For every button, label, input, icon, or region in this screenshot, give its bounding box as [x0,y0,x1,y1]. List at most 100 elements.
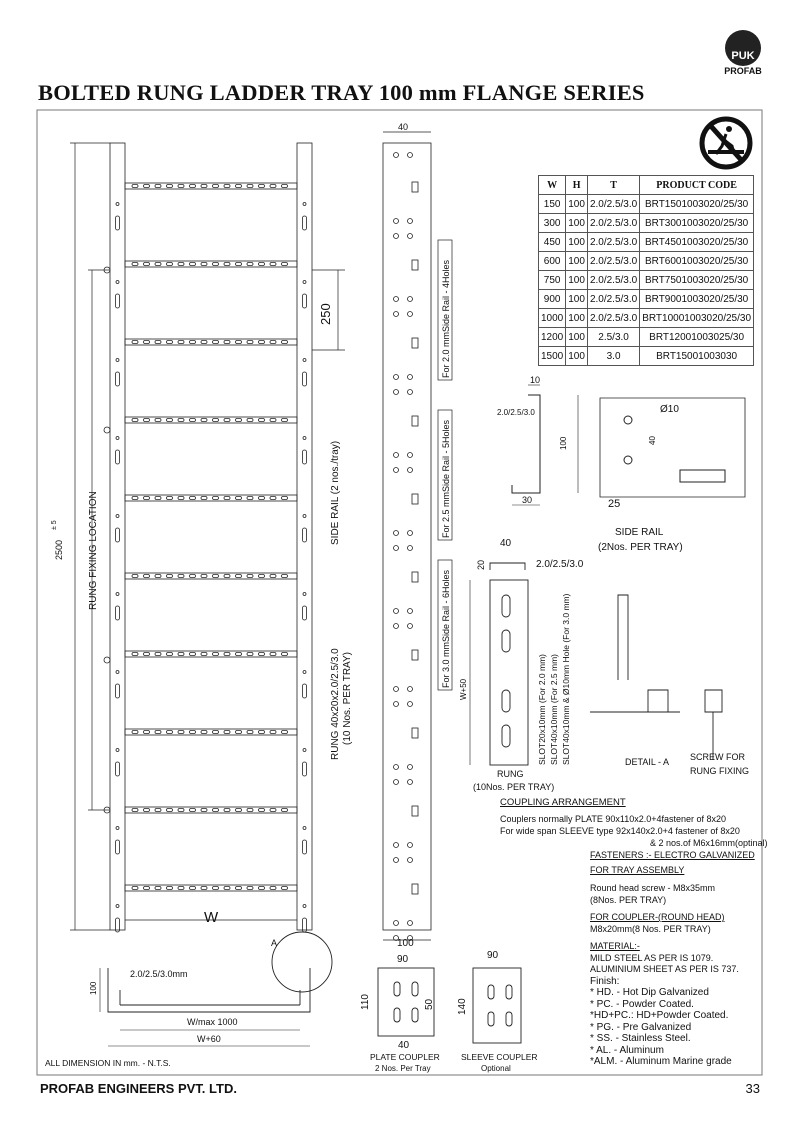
rung [124,884,298,892]
tray-cross-section [99,931,333,1047]
sc-140: 140 [457,998,468,1015]
rung-slot [200,808,208,812]
strip-hole [393,608,399,614]
rung-slot [154,418,162,422]
rung-slot [212,574,219,578]
pc-110: 110 [360,994,371,1010]
fixing-point [103,426,111,434]
rung-slot [212,184,219,188]
rung-slot [212,340,219,344]
side-rail-label: SIDE RAIL (2 nos./tray) [330,441,341,545]
strip-hole [393,467,399,473]
rail-hole [115,514,120,518]
table-cell: 2.0/2.5/3.0 [586,232,641,252]
table-cell: 1000 [537,308,567,328]
rail-slot [115,683,120,699]
cs-wmax: W/max 1000 [187,1017,238,1027]
material-notes: MATERIAL:- MILD STEEL AS PER IS 1079. AL… [590,941,739,1068]
coupling-line-1: Couplers normally PLATE 90x110x2.0+4fast… [500,814,727,824]
rung-slot-mark [411,337,419,349]
sr-thk: 2.0/2.5/3.0 [497,408,535,417]
rung-slot [131,652,139,656]
strip-top-dim: 40 [398,122,408,132]
material-title: MATERIAL:- [590,941,640,951]
strip-hole [393,233,399,239]
rung-slot [269,418,277,422]
page-number: 33 [745,1081,760,1096]
strip-hole [393,764,399,770]
strip-hole [407,389,413,395]
rung-slot [177,262,185,266]
sleeve-coupler-opt: Optional [481,1064,511,1073]
finish-item: * AL. - Aluminum [590,1044,664,1056]
rung-slot [223,496,231,500]
finish-item: *HD+PC.: HD+Powder Coated. [590,1010,729,1021]
fixing-point [103,656,111,664]
rung-slot [131,184,139,188]
logo-mark: PUK [725,30,761,66]
strip-hole [393,452,399,458]
table-cell: BRT10001003020/25/30 [639,308,755,328]
material-al: ALUMINIUM SHEET AS PER IS 737. [590,964,739,974]
length-dim: 2500 [54,540,64,560]
rung-title: RUNG [497,769,524,779]
rung-slot [281,574,288,578]
rung-slot [189,418,196,422]
rail-slot [302,449,307,465]
strip-hole [393,296,399,302]
rung-slot-mark [411,571,419,583]
couplers-drawing [377,967,522,1044]
strip-hole [407,686,413,692]
rung-slot [154,496,162,500]
rung-slot [212,652,219,656]
side-rail-section [511,384,746,506]
rung-slot [269,340,277,344]
rung [124,338,298,346]
rail-hole [302,358,307,362]
rail-slot [302,839,307,855]
rung-slot [258,418,265,422]
rung-slot [131,262,139,266]
table-cell: BRT15001003030 [639,346,755,366]
plate-coupler-label: PLATE COUPLER [370,1052,440,1062]
table-cell: 2.0/2.5/3.0 [586,308,641,328]
rung-slot [154,340,162,344]
rung-slot [166,886,173,890]
rung-slot [223,652,231,656]
rung-slot [189,496,196,500]
rung-slot [131,418,139,422]
rung-slot [143,496,150,500]
material-ms: MILD STEEL AS PER IS 1079. [590,952,714,963]
ladder-dimensions [70,142,345,931]
rung-slot [200,340,208,344]
pc-40: 40 [398,1040,410,1051]
rung-slot [281,418,288,422]
table-cell: BRT6001003020/25/30 [639,251,755,271]
rung-slot [177,652,185,656]
table-cell: BRT1501003020/25/30 [639,194,755,214]
strip-hole [393,545,399,551]
rung-slot [281,886,288,890]
rail-slot [115,761,120,777]
strip-hole [407,623,413,629]
sr-d30: 30 [522,495,532,505]
finish-item: * PC. - Powder Coated. [590,998,694,1010]
rung-slot [154,574,162,578]
cs-w60: W+60 [197,1034,221,1044]
rung-slot [143,886,150,890]
rung-slot [235,652,242,656]
plate-coupler-qty: 2 Nos. Per Tray [375,1064,431,1073]
rail-hole [302,436,307,440]
rung-slot [235,886,242,890]
table-cell: 600 [537,251,567,271]
strip-hole [407,701,413,707]
rung-slot3: SLOT40x10mm & Ø10mm Hole (For 3.0 mm) [561,593,571,765]
side-rail-strip [382,131,432,941]
rung-slot [258,652,265,656]
rung-slot [235,418,242,422]
strip-hole [393,530,399,536]
